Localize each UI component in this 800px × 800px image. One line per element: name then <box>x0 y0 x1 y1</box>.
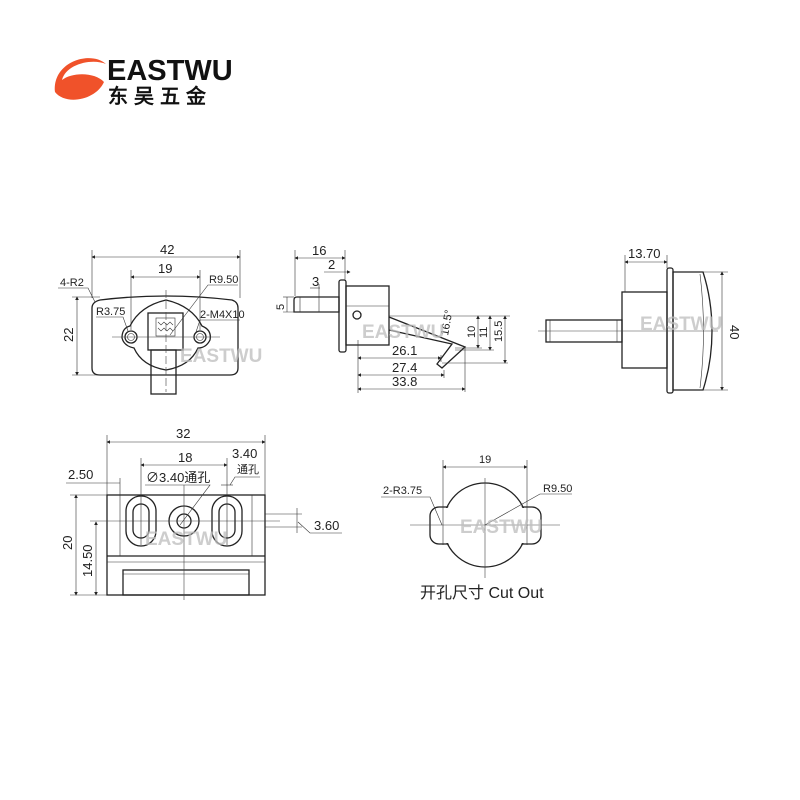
center-hole-label: ∅3.40通孔 <box>146 470 210 485</box>
pin-height-label: 5 <box>275 304 287 310</box>
small-radius-label: R3.75 <box>96 306 125 318</box>
flange-label: 2 <box>328 257 335 272</box>
slot-spacing-label: 18 <box>178 450 192 465</box>
right-view: 13.70 40 EASTWU <box>538 246 742 394</box>
logo-brand: EASTWU <box>107 55 233 87</box>
d3-label: 33.8 <box>392 374 417 389</box>
cutout-view: 19 2-R3.75 R9.50 开孔尺寸 Cut Out EASTWU <box>381 454 572 602</box>
logo-chinese: 东吴五金 <box>108 84 212 108</box>
front-width-label: 42 <box>160 242 174 257</box>
center-height-label: 14.50 <box>80 544 95 577</box>
depth-label: 13.70 <box>628 246 661 261</box>
side-length-label: 16 <box>312 243 326 258</box>
h2-label: 11 <box>478 327 490 338</box>
d2-label: 27.4 <box>392 360 417 375</box>
screw-label: 2-M4X10 <box>200 309 245 321</box>
watermark: EASTWU <box>640 314 722 335</box>
back-width-label: 32 <box>176 426 190 441</box>
h3-label: 15.5 <box>493 321 505 342</box>
front-hole-spacing-label: 19 <box>158 261 172 276</box>
watermark: EASTWU <box>145 529 227 550</box>
eastwu-logo: EASTWU 东吴五金 <box>54 55 233 108</box>
back-view: 32 18 ∅3.40通孔 3.40 通孔 2.50 20 14.50 3.60… <box>60 426 342 600</box>
large-radius-label: R9.50 <box>209 274 238 286</box>
front-view: 42 19 22 4-R2 R3.75 R9.50 2-M4X10 EASTWU <box>58 242 262 395</box>
back-height-label: 20 <box>60 536 75 550</box>
cutout-width-label: 19 <box>479 454 491 466</box>
logo-swoosh-icon <box>54 58 106 100</box>
watermark: EASTWU <box>180 346 262 367</box>
d1-label: 26.1 <box>392 343 417 358</box>
corner-radius-label: 4-R2 <box>60 277 84 289</box>
right-height-label: 40 <box>727 325 742 339</box>
h1-label: 10 <box>466 326 478 338</box>
slot-offset-label: 3.60 <box>314 518 339 533</box>
watermark: EASTWU <box>362 322 444 343</box>
slot-width-label: 3.40 <box>232 446 257 461</box>
slot-note-label: 通孔 <box>237 463 259 476</box>
front-height-label: 22 <box>61 328 76 342</box>
edge-label: 2.50 <box>68 467 93 482</box>
side-view: 16 2 3 5 16.5° 10 11 15.5 26.1 27.4 33.8… <box>275 243 510 393</box>
cutout-large-radius-label: R9.50 <box>543 483 572 495</box>
cutout-small-radius-label: 2-R3.75 <box>383 485 422 497</box>
watermark: EASTWU <box>460 517 542 538</box>
cutout-caption: 开孔尺寸 Cut Out <box>420 584 544 602</box>
pin-offset-label: 3 <box>312 274 319 289</box>
